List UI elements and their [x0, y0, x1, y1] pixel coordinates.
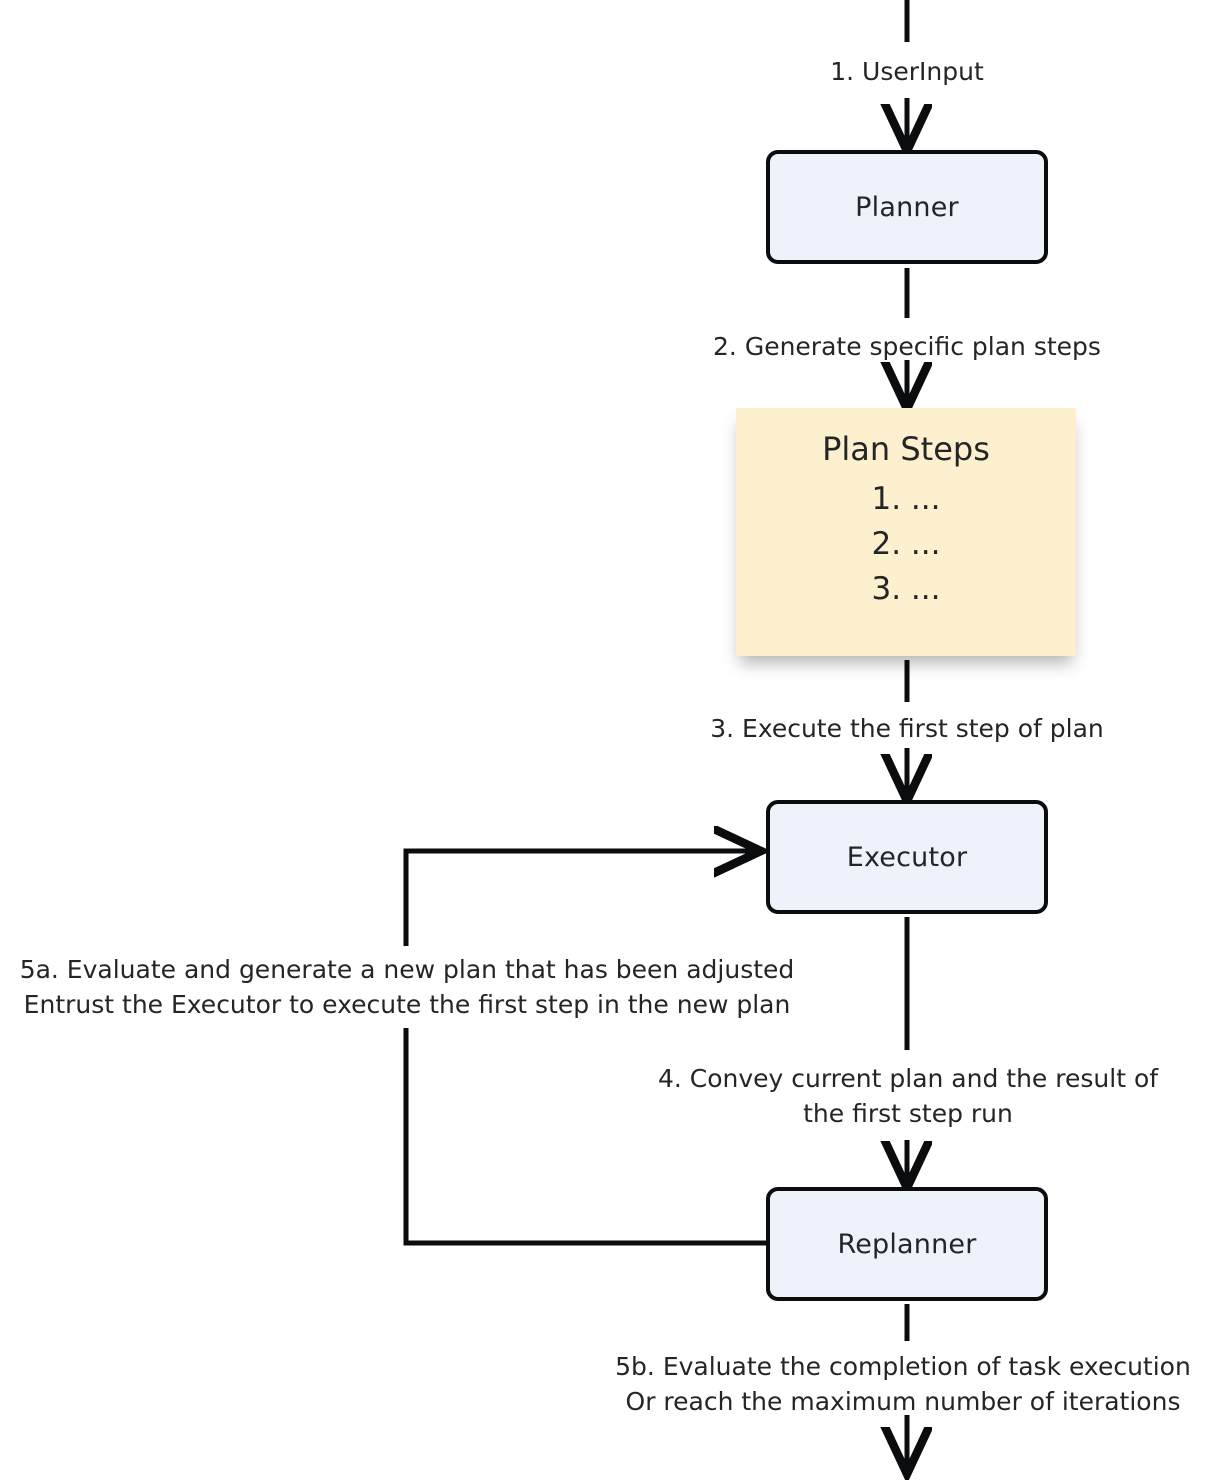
edge-label-3-execute-first-step: 3. Execute the first step of plan: [710, 714, 1104, 743]
edge-label-5a-line-1: 5a. Evaluate and generate a new plan tha…: [19, 955, 795, 984]
plan-steps-title: Plan Steps: [822, 430, 990, 468]
node-plan-steps[interactable]: Plan Steps 1. ... 2. ... 3. ...: [736, 408, 1076, 656]
edge-label-4-line-1: 4. Convey current plan and the result of: [657, 1064, 1159, 1093]
edge-label-5b-line-2: Or reach the maximum number of iteration…: [625, 1386, 1181, 1416]
node-planner[interactable]: Planner: [766, 150, 1048, 264]
node-planner-label: Planner: [855, 191, 959, 223]
node-replanner[interactable]: Replanner: [766, 1187, 1048, 1301]
node-executor[interactable]: Executor: [766, 800, 1048, 914]
edge-label-5b-line-1: 5b. Evaluate the completion of task exec…: [615, 1352, 1191, 1381]
edge-label-1-userinput: 1. UserInput: [830, 57, 984, 86]
edge-label-5a-evaluate-new-plan: 5a. Evaluate and generate a new plan tha…: [4, 953, 810, 1022]
node-replanner-label: Replanner: [837, 1228, 977, 1260]
edge-replanner-to-executor-top: [403, 851, 757, 946]
plan-steps-item-1: 1. ...: [871, 481, 941, 517]
plan-steps-item-3: 3. ...: [871, 570, 941, 607]
edge-label-4-convey-plan-result: 4. Convey current plan and the result of…: [620, 1062, 1196, 1131]
edge-replanner-to-executor-bottom: [403, 1028, 766, 1246]
edge-label-2-generate-plan-steps: 2. Generate specific plan steps: [713, 332, 1101, 361]
node-executor-label: Executor: [846, 841, 968, 873]
edge-label-5b-evaluate-completion: 5b. Evaluate the completion of task exec…: [600, 1350, 1206, 1419]
plan-steps-item-2: 2. ...: [871, 525, 941, 562]
edge-label-4-line-2: the first step run: [803, 1098, 1013, 1128]
edge-label-5a-line-2: Entrust the Executor to execute the firs…: [23, 989, 791, 1019]
